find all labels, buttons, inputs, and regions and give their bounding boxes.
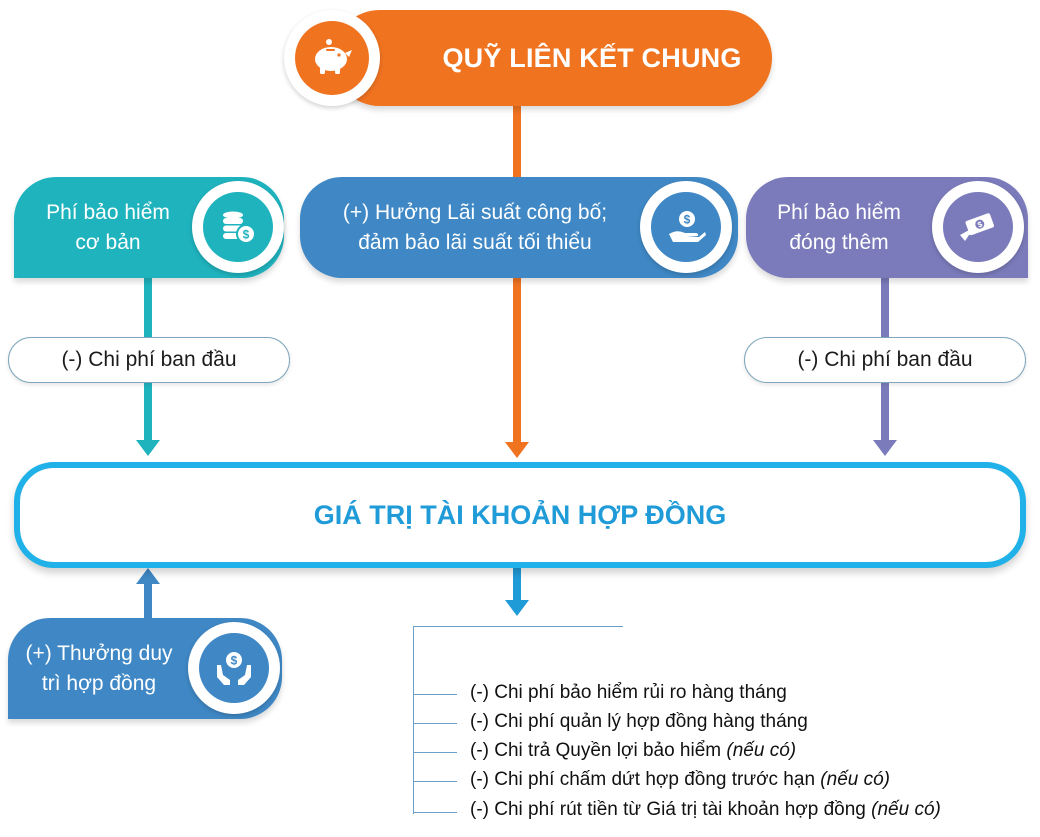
right-initial-cost-label: (-) Chi phí ban đầu	[797, 348, 973, 371]
basic-premium-line1: Phí bảo hiểm	[46, 201, 170, 225]
maintenance-bonus-line1: (+) Thưởng duy	[25, 642, 173, 666]
deduction-tick	[413, 781, 457, 782]
piggy-bank-icon	[295, 21, 369, 95]
basic-premium-line2: cơ bản	[75, 230, 141, 254]
interest-rate-line2: đảm bảo lãi suất tối thiểu	[358, 230, 592, 254]
deduction-bracket-top	[413, 626, 623, 627]
left-initial-cost-label: (-) Chi phí ban đầu	[61, 348, 237, 371]
additional-premium-line1: Phí bảo hiểm	[777, 201, 901, 225]
basic-premium-box: Phí bảo hiểm cơ bản $	[14, 177, 284, 278]
deduction-tick	[413, 694, 457, 695]
maintenance-bonus-line2: trì hợp đồng	[41, 671, 157, 695]
deduction-tick	[413, 752, 457, 753]
maintenance-bonus-box: (+) Thưởng duy trì hợp đồng $	[8, 618, 282, 719]
money-hand-icon: $	[943, 192, 1013, 262]
joint-fund-title: QUỸ LIÊN KẾT CHUNG	[442, 42, 742, 73]
svg-text:$: $	[243, 228, 250, 242]
money-hand-icon-ring: $	[932, 181, 1024, 273]
deduction-tick	[413, 812, 457, 813]
additional-premium-line2: đóng thêm	[789, 230, 889, 254]
coins-dollar-icon: $	[203, 192, 273, 262]
hands-coin-icon-ring: $	[188, 622, 280, 714]
joint-fund-box: QUỸ LIÊN KẾT CHUNG	[284, 10, 772, 106]
teal-arrow	[136, 440, 160, 456]
deduction-item: (-) Chi trả Quyền lợi bảo hiểm (nếu có)	[470, 740, 797, 761]
output-connector	[513, 568, 521, 602]
hand-coin-icon: $	[651, 192, 721, 262]
contract-account-value-title: GIÁ TRỊ TÀI KHOẢN HỢP ĐỒNG	[313, 499, 727, 530]
svg-text:$: $	[976, 219, 984, 229]
additional-premium-box: Phí bảo hiểm đóng thêm $	[746, 177, 1028, 278]
deduction-bracket-vertical	[413, 626, 414, 814]
purple-arrow	[873, 440, 897, 456]
deduction-item: (-) Chi phí chấm dứt hợp đồng trước hạn …	[470, 769, 890, 790]
deduction-item: (-) Chi phí rút tiền từ Giá trị tài khoả…	[470, 799, 941, 820]
interest-rate-line1: (+) Hưởng Lãi suất công bố;	[342, 201, 608, 225]
bonus-arrow	[136, 568, 160, 584]
deduction-item: (-) Chi phí quản lý hợp đồng hàng tháng	[470, 711, 808, 732]
deduction-item: (-) Chi phí bảo hiểm rủi ro hàng tháng	[470, 682, 787, 703]
piggy-bank-icon-ring	[284, 10, 380, 106]
hand-coin-icon-ring: $	[640, 181, 732, 273]
right-initial-cost: (-) Chi phí ban đầu	[744, 337, 1026, 383]
bonus-connector	[144, 584, 152, 622]
output-arrow	[505, 600, 529, 616]
coins-dollar-icon-ring: $	[192, 181, 284, 273]
svg-text:$: $	[684, 213, 691, 227]
deduction-tick	[413, 723, 457, 724]
orange-arrow	[505, 442, 529, 458]
interest-rate-box: (+) Hưởng Lãi suất công bố; đảm bảo lãi …	[300, 177, 738, 278]
left-initial-cost: (-) Chi phí ban đầu	[8, 337, 290, 383]
svg-text:$: $	[231, 654, 238, 668]
contract-account-value-box: GIÁ TRỊ TÀI KHOẢN HỢP ĐỒNG	[14, 462, 1026, 568]
hands-coin-icon: $	[199, 633, 269, 703]
